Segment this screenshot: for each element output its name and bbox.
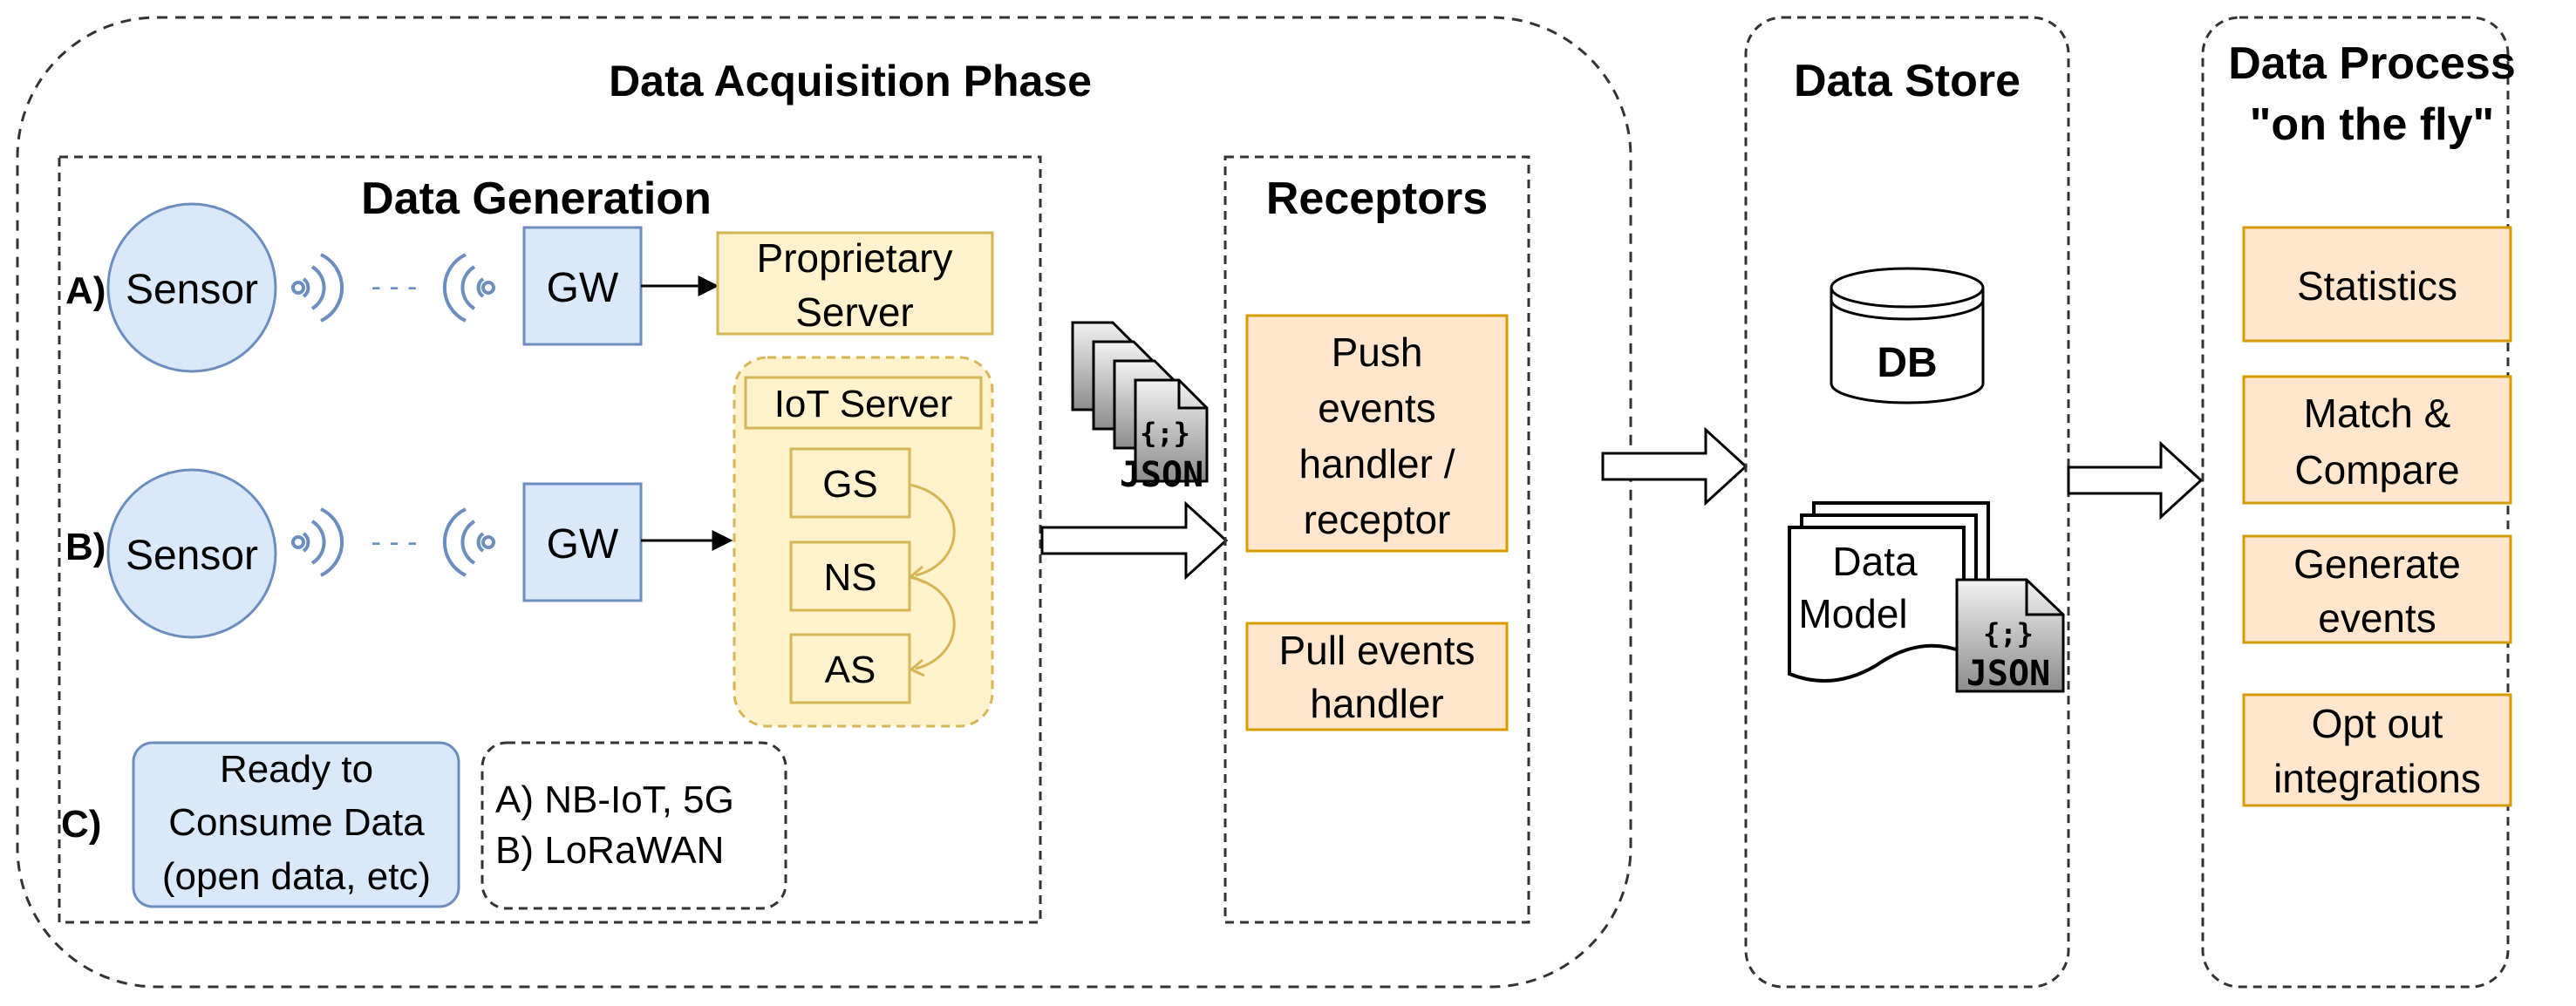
json-file-icon: [1955, 578, 2065, 693]
as-box: [789, 633, 911, 704]
row-c-marker: C): [61, 803, 101, 846]
gateway-b: [522, 482, 643, 602]
db-label: DB: [1877, 340, 1937, 386]
wifi-tx-icon: [291, 507, 344, 577]
gateway-a: [522, 226, 643, 346]
wifi-rx-icon: [442, 507, 495, 577]
legend-line-a: A) NB-IoT, 5G: [495, 778, 734, 821]
json-braces-1: {;}: [1140, 417, 1190, 450]
receptors-title: Receptors: [1266, 173, 1488, 224]
gs-to-ns-curve: [909, 483, 956, 577]
push-label-4: receptor: [1304, 497, 1451, 542]
data-process-title-1: Data Process: [2228, 38, 2516, 89]
match-compare-box[interactable]: [2242, 375, 2512, 505]
gs-label: GS: [822, 463, 878, 506]
data-generation-box: [58, 155, 1042, 924]
gs-box: [789, 447, 911, 519]
arrow-generation-to-receptors: [1040, 500, 1229, 581]
wifi-rx-icon: [442, 253, 495, 323]
sensor-b: [106, 468, 277, 639]
ready-to-consume-box: [132, 741, 460, 908]
row-a-marker: A): [65, 269, 106, 312]
opt-out-integrations-box[interactable]: [2242, 693, 2512, 807]
sensor-a-label: Sensor: [126, 267, 258, 313]
push-label-3: handler /: [1298, 441, 1455, 486]
iot-server-title: IoT Server: [774, 383, 953, 425]
ready-label-2: Consume Data: [168, 801, 425, 844]
acquisition-phase-container: [16, 16, 1632, 989]
gateway-a-label: GW: [547, 265, 619, 311]
link-dots-a: - - -: [371, 270, 418, 303]
data-model-label-2: Model: [1798, 591, 1907, 636]
json-label-1: JSON: [1120, 455, 1203, 495]
proprietary-server: [716, 231, 994, 336]
json-file-stack-icon: [1071, 321, 1209, 483]
ready-label-1: Ready to: [220, 748, 373, 791]
gateway-b-label: GW: [547, 521, 619, 568]
data-process-title-2: "on the fly": [2250, 99, 2494, 150]
iot-server-title-box: [744, 376, 983, 430]
generate-label-1: Generate: [2293, 541, 2461, 587]
proprietary-server-label-2: Server: [795, 289, 913, 335]
pull-label-2: handler: [1310, 681, 1443, 726]
row-b-marker: B): [65, 526, 106, 568]
match-label-1: Match &: [2304, 391, 2451, 436]
data-model-document-stack: [1788, 501, 1990, 683]
acquisition-phase-title: Data Acquisition Phase: [609, 57, 1092, 105]
ns-label: NS: [823, 556, 876, 599]
legend-line-b: B) LoRaWAN: [495, 829, 724, 872]
ns-box: [789, 540, 911, 612]
json-braces-2: {;}: [1983, 617, 2034, 650]
pull-label-1: Pull events: [1278, 628, 1475, 673]
push-label-1: Push: [1332, 330, 1423, 375]
ns-to-as-curve: [909, 575, 956, 670]
wifi-tx-icon: [291, 253, 344, 323]
arrow-acquisition-to-store: [1601, 426, 1748, 506]
arrow-store-to-process: [2067, 440, 2204, 520]
optout-label-2: integrations: [2273, 756, 2481, 801]
statistics-label: Statistics: [2297, 263, 2457, 309]
sensor-a: [106, 202, 277, 373]
pull-events-handler-box[interactable]: [1245, 622, 1509, 731]
receptors-box: [1223, 155, 1530, 924]
data-store-title: Data Store: [1794, 56, 2021, 106]
sensor-b-label: Sensor: [126, 533, 258, 579]
ready-label-3: (open data, etc): [162, 855, 431, 898]
optout-label-1: Opt out: [2312, 701, 2443, 746]
data-generation-title: Data Generation: [361, 173, 712, 224]
push-label-2: events: [1318, 385, 1436, 431]
match-label-2: Compare: [2294, 447, 2459, 493]
generate-label-2: events: [2318, 595, 2436, 641]
statistics-box[interactable]: [2242, 226, 2512, 343]
proprietary-server-label-1: Proprietary: [757, 235, 953, 281]
link-dots-b: - - -: [371, 526, 418, 559]
json-label-2: JSON: [1966, 654, 2050, 694]
data-store-container: [1744, 16, 2070, 989]
data-model-label-1: Data: [1832, 539, 1918, 584]
push-events-handler-box[interactable]: [1245, 314, 1509, 553]
protocol-legend-box: [480, 741, 787, 910]
database-icon: [1830, 267, 1985, 404]
as-label: AS: [825, 649, 876, 691]
generate-events-box[interactable]: [2242, 534, 2512, 644]
